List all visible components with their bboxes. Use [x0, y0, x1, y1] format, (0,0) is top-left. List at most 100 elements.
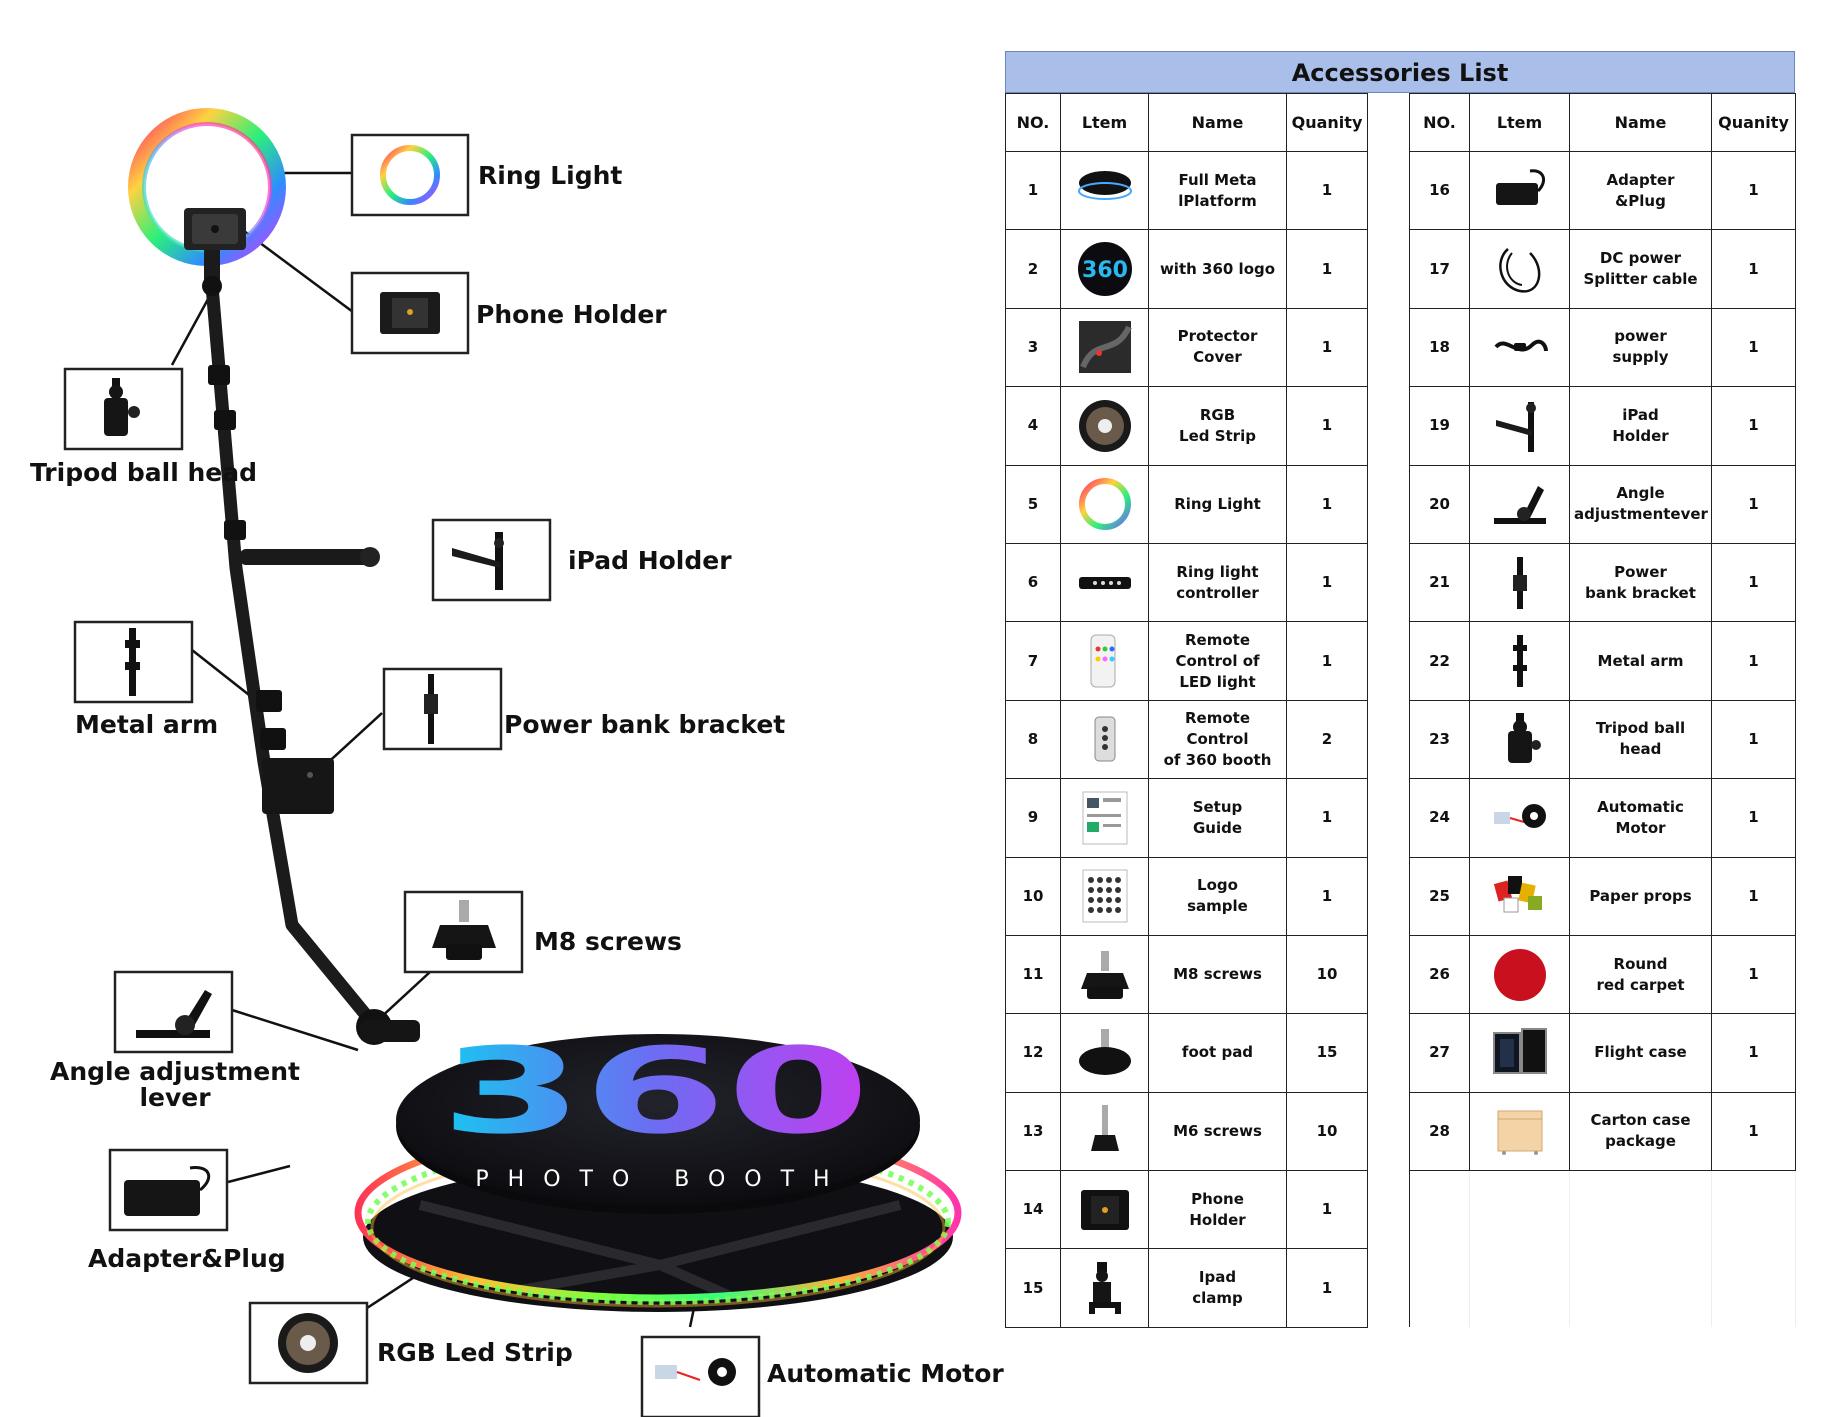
item-image: [1060, 150, 1149, 231]
item-name-line: M8 screws: [1173, 965, 1262, 984]
item-image: [1469, 856, 1570, 936]
item-number: 22: [1409, 621, 1470, 701]
item-quantity: 10: [1286, 1091, 1368, 1172]
item-quantity: 1: [1711, 778, 1796, 858]
item-quantity: 1: [1711, 1091, 1796, 1172]
item-number: 28: [1409, 1091, 1470, 1172]
key-remote-icon: [1094, 716, 1115, 762]
column-gap: [1367, 857, 1410, 936]
platform-logo-subtitle: PHOTO BOOTH: [475, 1167, 848, 1192]
item-quantity: 15: [1286, 1013, 1368, 1093]
controller-icon: [1078, 576, 1131, 589]
item-number: 2: [1005, 229, 1061, 309]
tripod-head-thumb-icon: [104, 378, 140, 436]
phone-holder-thumb-icon: [380, 292, 440, 334]
item-number: 16: [1409, 150, 1470, 231]
callout-adapter-plug: Adapter&Plug: [88, 1244, 286, 1273]
metal-arm-thumb-icon: [125, 628, 140, 696]
callout-automatic-motor: Automatic Motor: [767, 1359, 1004, 1388]
item-name-line: iPad: [1622, 405, 1659, 424]
item-image: [1469, 1013, 1570, 1093]
item-image: [1060, 1248, 1149, 1328]
platform-logo: 360: [440, 1022, 870, 1160]
column-gap: [1367, 386, 1410, 466]
item-number: 17: [1409, 229, 1470, 309]
item-name-line: of 360 booth: [1163, 750, 1272, 769]
item-number: 24: [1409, 778, 1470, 858]
item-number: 10: [1005, 856, 1061, 936]
column-gap: [1367, 543, 1410, 622]
item-name-line: Tripod ball head: [1595, 719, 1686, 759]
item-image: [1060, 778, 1149, 858]
item-quantity: 2: [1286, 699, 1368, 780]
item-number: 9: [1005, 778, 1061, 858]
item-name: Adapter&Plug: [1569, 150, 1712, 231]
item-name-line: clamp: [1192, 1289, 1243, 1308]
item-name: Logo sample: [1148, 856, 1287, 936]
header-quantity: Quanity: [1286, 93, 1368, 152]
callout-ipad-holder: iPad Holder: [568, 546, 732, 575]
column-gap: [1367, 935, 1410, 1014]
rgb-remote-icon: [1090, 634, 1115, 688]
item-quantity: 1: [1286, 856, 1368, 936]
item-name-line: Paper props: [1589, 886, 1692, 905]
callout-angle-adjustment-lever-line1: Angle adjustment: [50, 1057, 300, 1086]
paper-props-icon: [1493, 876, 1542, 913]
flight-case-icon: [1492, 1027, 1547, 1074]
accessories-table-wrapper: Accessories List NO. Ltem Name Quanity N…: [1005, 51, 1796, 1328]
item-image: [1060, 1091, 1149, 1172]
item-quantity: 1: [1286, 150, 1368, 231]
accessories-table: NO. Ltem Name Quanity NO. Ltem Name Quan…: [1005, 93, 1796, 1328]
item-image: [1469, 307, 1570, 388]
item-name-line: Round: [1613, 954, 1668, 973]
item-number: 23: [1409, 699, 1470, 780]
motor-thumb-icon: [655, 1358, 736, 1386]
item-quantity: 1: [1711, 150, 1796, 231]
empty-cell: [1711, 1170, 1796, 1249]
item-number: 14: [1005, 1170, 1061, 1250]
empty-cell: [1409, 1248, 1470, 1328]
item-number: 5: [1005, 464, 1061, 544]
item-name-line: Logo: [1197, 876, 1238, 895]
item-name-line: foot pad: [1181, 1043, 1254, 1062]
item-number: 27: [1409, 1013, 1470, 1093]
motor-icon: [1493, 803, 1546, 828]
item-name-line: Holder: [1189, 1210, 1246, 1229]
item-quantity: 1: [1286, 229, 1368, 309]
item-name-line: Full Meta: [1178, 170, 1257, 189]
item-number: 19: [1409, 386, 1470, 466]
item-number: 26: [1409, 934, 1470, 1015]
item-name-line: &Plug: [1615, 191, 1666, 210]
header-item: Ltem: [1060, 93, 1149, 152]
column-gap: [1367, 700, 1410, 779]
item-image: [1060, 1013, 1149, 1093]
adapter-icon: [1495, 169, 1545, 205]
callout-ring-light: Ring Light: [478, 161, 622, 190]
item-name-line: Guide: [1192, 818, 1243, 837]
item-image: [1469, 464, 1570, 544]
item-name-line: Metal arm: [1597, 651, 1684, 670]
item-name-line: RGB: [1199, 405, 1236, 424]
item-name-line: sample: [1187, 897, 1248, 916]
item-name-line: Holder: [1612, 426, 1669, 445]
carton-icon: [1497, 1110, 1542, 1156]
item-name-line: adjustmentever: [1574, 505, 1708, 524]
